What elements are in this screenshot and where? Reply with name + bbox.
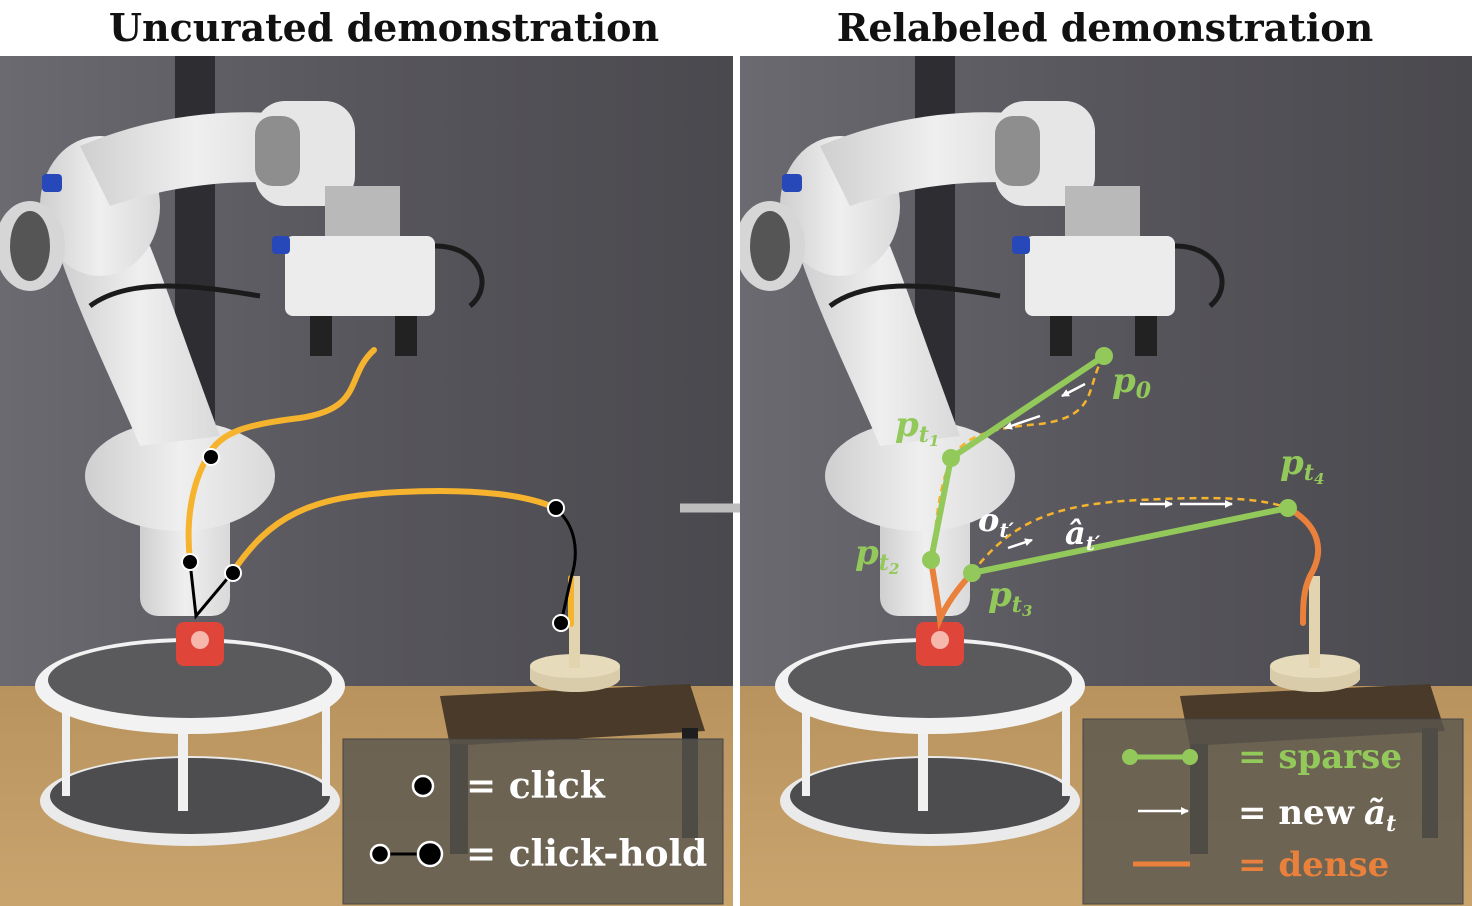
- sparse-icon-start: [1122, 749, 1138, 765]
- scene-uncurated: = click = click-hold: [0, 56, 733, 906]
- legend-sparse-label: = sparse: [1238, 737, 1402, 777]
- label-pt1: pt1: [895, 405, 939, 450]
- scene-relabeled: p0 pt1 pt2 pt3 pt4 ot′ ât′ = sparse = ne…: [740, 56, 1472, 906]
- uncurated-trajectory: [185, 347, 574, 627]
- new-action-arrows: [1004, 382, 1233, 550]
- title-uncurated: Uncurated demonstration: [108, 5, 660, 50]
- red-object: [916, 622, 964, 666]
- click-hold-icon-end: [416, 840, 444, 868]
- label-pt2: pt2: [855, 533, 899, 578]
- robot-arm: [0, 101, 485, 616]
- label-pt3: pt3: [988, 575, 1032, 620]
- panel-uncurated: = click = click-hold: [0, 56, 733, 906]
- click-hold-icon-start: [369, 843, 391, 865]
- legend-click-label: = click: [466, 765, 606, 807]
- title-relabeled: Relabeled demonstration: [836, 5, 1374, 50]
- label-pt4: pt4: [1280, 443, 1324, 488]
- label-o-t-prime: ot′: [978, 501, 1015, 542]
- click-icon: [411, 774, 435, 798]
- panel-relabeled: p0 pt1 pt2 pt3 pt4 ot′ ât′ = sparse = ne…: [740, 56, 1472, 906]
- turntable: [775, 638, 1085, 846]
- dense-segments: [928, 505, 1321, 631]
- legend-dense-label: = dense: [1238, 845, 1389, 885]
- legend-click-hold-label: = click-hold: [466, 833, 707, 875]
- label-a-hat-t-prime: ât′: [1065, 514, 1101, 555]
- sparse-icon-end: [1182, 749, 1198, 765]
- peg-stand: [530, 576, 620, 692]
- red-object: [176, 622, 224, 666]
- peg-stand: [1270, 576, 1360, 692]
- label-p0: p0: [1112, 361, 1152, 404]
- sparse-waypoints: [922, 347, 1297, 582]
- legend-uncurated: = click = click-hold: [342, 738, 724, 905]
- turntable: [35, 638, 345, 846]
- click-markers: [181, 448, 570, 632]
